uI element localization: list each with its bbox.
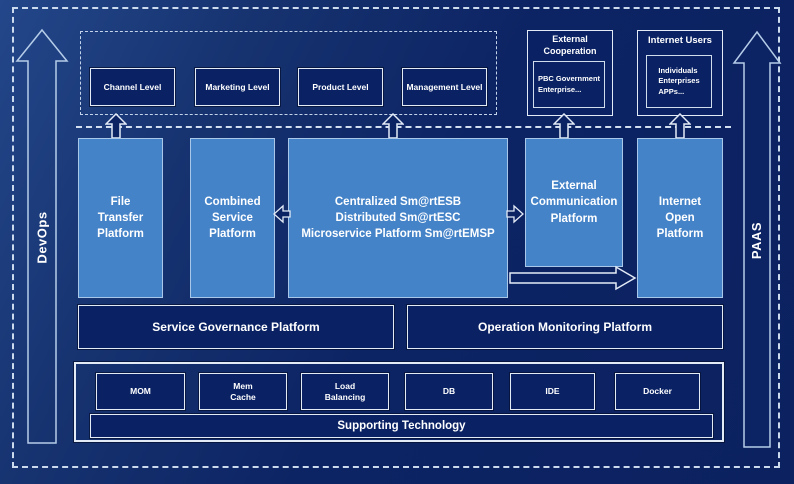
operation-monitoring-platform-box: Operation Monitoring Platform <box>407 305 723 349</box>
file-transfer-platform-label: File Transfer Platform <box>97 195 144 241</box>
paas-label: PAAS <box>749 221 765 259</box>
level-box-channel-label: Channel Level <box>103 81 162 92</box>
right-arrow-icon <box>506 204 524 224</box>
esb-core-platform-box: Centralized Sm@rtESB Distributed Sm@rtES… <box>288 138 508 298</box>
external-communication-platform-label: External Communication Platform <box>530 180 618 225</box>
supporting-technology-label: Supporting Technology <box>337 420 466 432</box>
up-arrow-icon <box>553 113 575 139</box>
left-arrow-icon <box>273 204 291 224</box>
up-arrow-icon <box>382 113 404 139</box>
external-cooperation-title: External Cooperation <box>543 34 597 56</box>
tech-box-docker: Docker <box>615 373 700 410</box>
outer-dashed-frame <box>12 7 780 468</box>
access-layer-divider <box>76 126 731 128</box>
level-box-marketing: Marketing Level <box>195 68 280 106</box>
tech-box-mom: MOM <box>96 373 185 410</box>
level-box-channel: Channel Level <box>90 68 175 106</box>
external-cooperation-inner-label: PBC Government Enterprise... <box>537 74 601 94</box>
flow-arrow-icon <box>509 265 637 291</box>
tech-box-load-balancing: Load Balancing <box>301 373 389 410</box>
devops-arrow-icon <box>14 28 70 446</box>
internet-users-box: Internet Users Individuals Enterprises A… <box>637 30 723 116</box>
devops-label-wrap: DevOps <box>14 28 70 446</box>
internet-users-inner-box: Individuals Enterprises APPs... <box>646 55 712 108</box>
level-box-product-label: Product Level <box>312 81 369 92</box>
combined-service-platform-box: Combined Service Platform <box>190 138 275 298</box>
internet-open-platform-label: Internet Open Platform <box>656 195 704 241</box>
supporting-technology-frame <box>74 362 724 442</box>
tech-box-mom-label: MOM <box>130 386 151 397</box>
service-governance-platform-label: Service Governance Platform <box>152 320 320 334</box>
tech-box-mem-cache: Mem Cache <box>199 373 287 410</box>
tech-box-load-balancing-label: Load Balancing <box>324 380 366 402</box>
level-box-management: Management Level <box>402 68 487 106</box>
tech-box-ide-label: IDE <box>545 386 560 397</box>
service-governance-platform-box: Service Governance Platform <box>78 305 394 349</box>
internet-open-platform-box: Internet Open Platform <box>637 138 723 298</box>
operation-monitoring-platform-label: Operation Monitoring Platform <box>478 320 652 334</box>
supporting-technology-bar: Supporting Technology <box>90 414 713 438</box>
external-communication-platform-box: External Communication Platform <box>525 138 623 267</box>
combined-service-platform-label: Combined Service Platform <box>204 195 261 241</box>
internet-users-title: Internet Users <box>648 35 712 46</box>
business-levels-frame <box>80 31 497 115</box>
tech-box-db: DB <box>405 373 493 410</box>
up-arrow-icon <box>105 113 127 139</box>
tech-box-ide: IDE <box>510 373 595 410</box>
tech-box-docker-label: Docker <box>643 386 672 397</box>
esb-core-platform-label: Centralized Sm@rtESB Distributed Sm@rtES… <box>301 195 495 241</box>
internet-users-inner-label: Individuals Enterprises APPs... <box>658 66 700 96</box>
level-box-marketing-label: Marketing Level <box>205 81 270 92</box>
up-arrow-icon <box>669 113 691 139</box>
devops-label: DevOps <box>34 210 50 264</box>
tech-box-db-label: DB <box>442 386 456 397</box>
level-box-management-label: Management Level <box>406 81 483 92</box>
file-transfer-platform-box: File Transfer Platform <box>78 138 163 298</box>
paas-label-wrap: PAAS <box>732 30 782 450</box>
tech-box-mem-cache-label: Mem Cache <box>230 380 256 402</box>
paas-arrow-icon <box>732 30 782 450</box>
external-cooperation-box: External Cooperation PBC Government Ente… <box>527 30 613 116</box>
level-box-product: Product Level <box>298 68 383 106</box>
external-cooperation-inner-box: PBC Government Enterprise... <box>533 61 605 108</box>
